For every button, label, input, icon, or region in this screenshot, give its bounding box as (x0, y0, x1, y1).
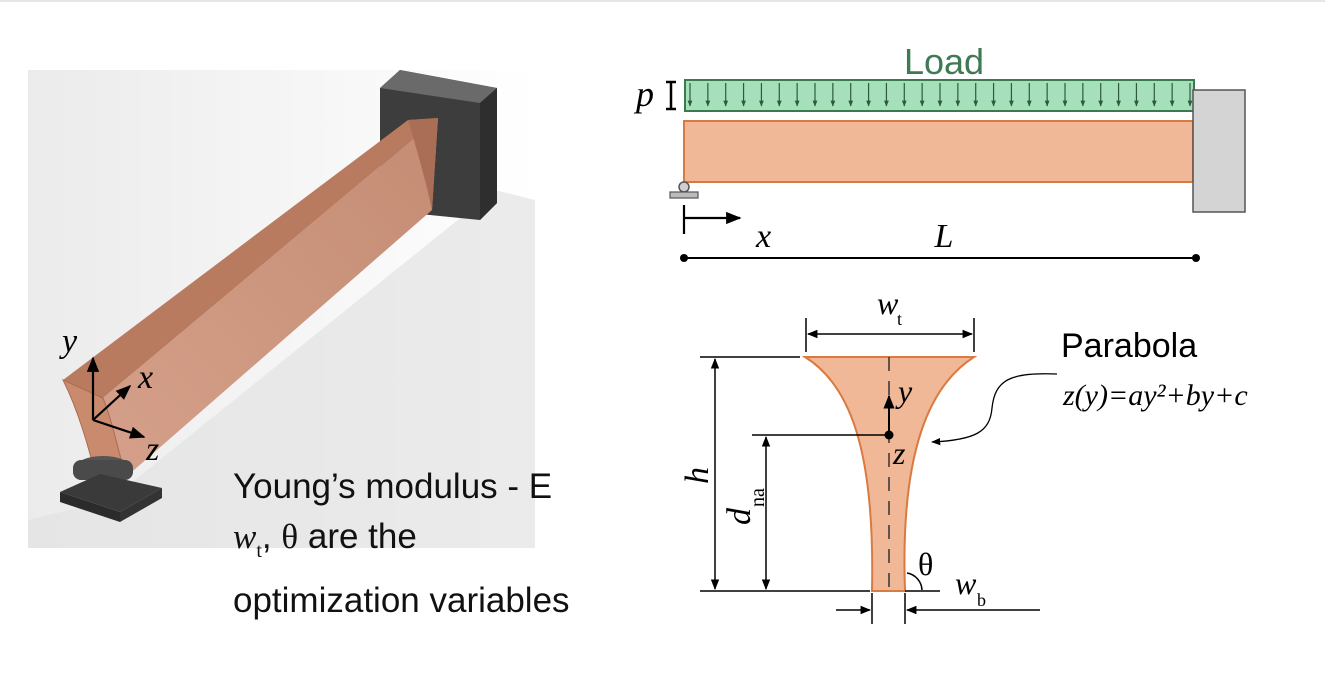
beam-diagram: Load p x L (633, 41, 1246, 262)
wb-dimension (836, 590, 1040, 624)
caption-var-w: w (233, 517, 257, 556)
parabola-equation: z(y)=ay²+by+c (1062, 379, 1248, 412)
theta-label: θ (918, 546, 933, 582)
dna-label: d (721, 507, 758, 525)
h-label: h (679, 467, 716, 484)
load-arrows (687, 83, 1193, 107)
axis-y-label: y (59, 323, 78, 360)
length-label: L (934, 218, 954, 255)
dna-subscript: na (747, 488, 769, 507)
pin-support (669, 181, 699, 199)
wb-subscript: b (977, 590, 986, 610)
render-axes (86, 356, 146, 439)
render-beam-side (103, 118, 438, 477)
h-dimension (700, 356, 870, 592)
theta-arc (906, 572, 923, 591)
length-dim-end (1192, 254, 1200, 262)
caption-line-optimization: optimization variables (233, 581, 570, 620)
fixed-wall (1192, 89, 1246, 213)
caption-var-w-sub: t (256, 540, 262, 562)
length-dim-start (680, 254, 688, 262)
load-p-dimension (666, 80, 676, 111)
axis-x-arrow (92, 384, 132, 421)
render-beam-far-end (408, 118, 438, 210)
load-title: Load (904, 41, 984, 82)
section-origin (884, 430, 894, 440)
dna-dimension (752, 434, 889, 591)
beam-body (683, 120, 1194, 183)
section-z-label: z (892, 435, 906, 471)
top-border (0, 0, 1325, 2)
caption-theta: θ (281, 517, 299, 556)
caption-line-modulus: Young’s modulus - E (233, 467, 553, 506)
render-3d: y x z (28, 70, 538, 548)
caption-separator: , (261, 517, 282, 556)
caption-line-variables: wt, θ are the (233, 512, 570, 576)
parabola-title: Parabola (1061, 327, 1197, 365)
cross-section: w t h d na y z (679, 285, 1248, 624)
wb-label: w (955, 565, 977, 601)
render-beam-top (63, 118, 438, 398)
caption: Young’s modulus - E wt, θ are the optimi… (233, 462, 570, 626)
axis-x-label: x (137, 359, 153, 396)
x-label: x (755, 218, 771, 255)
render-roller-support (60, 456, 162, 522)
caption-line2-rest: are the (298, 517, 417, 556)
section-y-label: y (895, 373, 913, 409)
axis-z-label: z (145, 431, 159, 468)
render-floor-shadow (28, 190, 535, 548)
wt-label: w (877, 285, 899, 321)
x-axis-arrow (682, 205, 742, 234)
wt-dimension (805, 318, 975, 352)
axis-z-arrow (92, 418, 146, 439)
wt-subscript: t (897, 309, 902, 329)
load-p-label: p (633, 74, 654, 114)
parabola-leader (931, 373, 1058, 446)
